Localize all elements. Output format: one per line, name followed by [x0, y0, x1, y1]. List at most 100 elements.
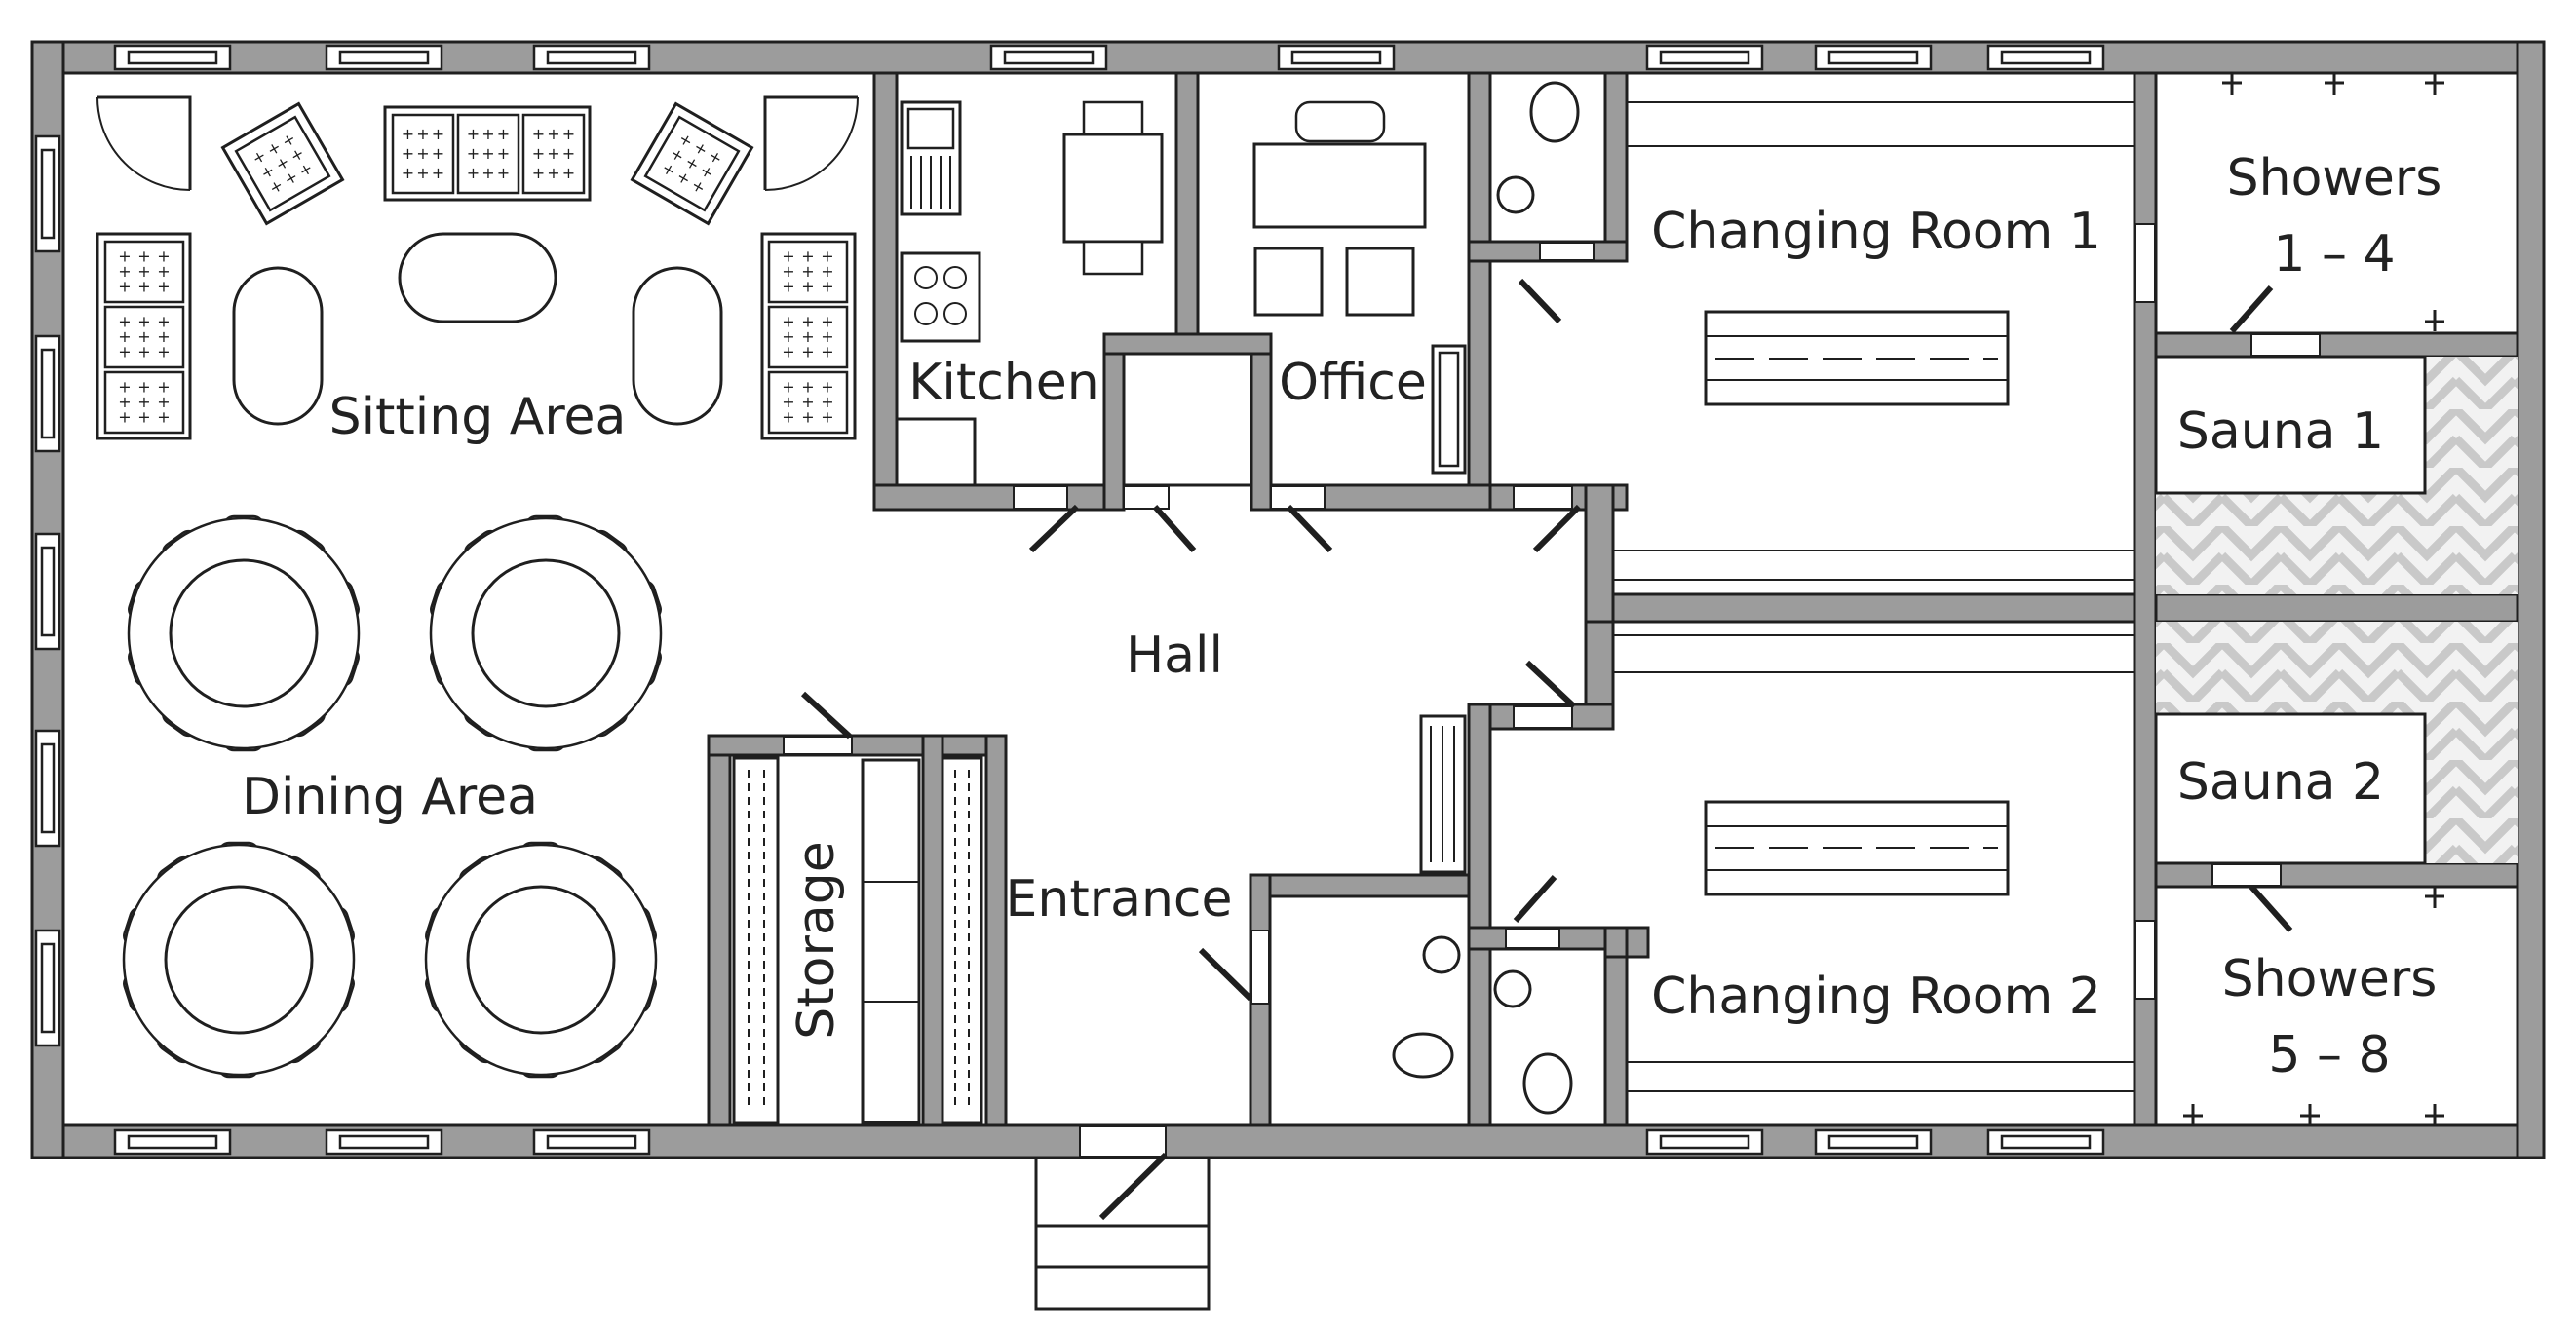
cushion-tuft: +: [118, 378, 131, 397]
cushion-tuft: +: [157, 262, 170, 281]
cushion-tuft: +: [532, 144, 545, 163]
cushion-tuft: +: [157, 378, 170, 397]
label-showers-5-8-range: 5 – 8: [2268, 1026, 2390, 1084]
cushion-tuft: +: [801, 378, 814, 397]
label-sauna-1: Sauna 1: [2177, 402, 2384, 461]
cushion-tuft: +: [137, 327, 150, 346]
cushion-tuft: +: [532, 125, 545, 143]
windows: [34, 44, 2105, 1156]
wall-storage2-left: [941, 734, 988, 757]
cushion-tuft: +: [432, 164, 444, 182]
cushion-tuft: +: [562, 125, 575, 143]
saunas: [2154, 355, 2518, 865]
cushion-tuft: +: [157, 408, 170, 427]
cushion-tuft: +: [821, 343, 833, 361]
cushion-tuft: +: [432, 125, 444, 143]
wall-shaft-right: [1250, 332, 1273, 512]
cushion-tuft: +: [497, 144, 510, 163]
storage-shelves: [732, 756, 983, 1125]
cushion-tuft: +: [157, 247, 170, 266]
cushion-tuft: +: [118, 408, 131, 427]
wall-shaft-left: [1102, 332, 1126, 512]
cushion-tuft: +: [157, 393, 170, 411]
cushion-tuft: +: [467, 164, 480, 182]
cushion-tuft: +: [157, 278, 170, 296]
dining-table-2: [429, 514, 663, 752]
cushion-tuft: +: [137, 408, 150, 427]
label-office: Office: [1279, 354, 1427, 412]
wall-sauna2-bottom: [2154, 861, 2519, 889]
cushion-tuft: +: [547, 125, 559, 143]
cushion-tuft: +: [821, 408, 833, 427]
label-entrance: Entrance: [1006, 870, 1233, 929]
wall-corridor-mid: [1611, 592, 2156, 624]
cushion-tuft: +: [402, 125, 414, 143]
outer-wall-right: [2516, 40, 2546, 1159]
cushion-tuft: +: [821, 393, 833, 411]
label-changing-room-1: Changing Room 1: [1651, 203, 2101, 261]
cushion-tuft: +: [118, 262, 131, 281]
wall-kitchen-bottom: [872, 483, 1106, 512]
cushion-tuft: +: [801, 408, 814, 427]
cushion-tuft: +: [547, 144, 559, 163]
cushion-tuft: +: [118, 247, 131, 266]
dining-table-3: [122, 841, 356, 1079]
cushion-tuft: +: [118, 343, 131, 361]
cushion-tuft: +: [782, 378, 794, 397]
cushion-tuft: +: [562, 144, 575, 163]
wall-kitchen-left: [872, 71, 899, 512]
cushion-tuft: +: [481, 144, 494, 163]
cushion-tuft: +: [821, 378, 833, 397]
cushion-tuft: +: [118, 393, 131, 411]
wall-office-wc: [1467, 71, 1492, 512]
dining-tables: [122, 514, 663, 1079]
cushion-tuft: +: [137, 343, 150, 361]
cushion-tuft: +: [481, 164, 494, 182]
shaft: [1122, 352, 1253, 487]
dining-table-4: [424, 841, 658, 1079]
cushion-tuft: +: [801, 327, 814, 346]
wall-cr2-step: [1603, 926, 1629, 959]
cushion-tuft: +: [782, 327, 794, 346]
label-sauna-2: Sauna 2: [2177, 753, 2384, 812]
cushion-tuft: +: [821, 262, 833, 281]
cushion-tuft: +: [118, 278, 131, 296]
label-dining-area: Dining Area: [242, 768, 538, 826]
cushion-tuft: +: [821, 313, 833, 331]
label-kitchen: Kitchen: [908, 354, 1098, 412]
cushion-tuft: +: [532, 164, 545, 182]
cushion-tuft: +: [137, 247, 150, 266]
cushion-tuft: +: [137, 278, 150, 296]
cushion-tuft: +: [416, 144, 429, 163]
wall-wc1-right: [1603, 71, 1629, 263]
cushion-tuft: +: [137, 313, 150, 331]
cushion-tuft: +: [402, 144, 414, 163]
wall-kitchen-office: [1174, 71, 1200, 336]
cushion-tuft: +: [801, 247, 814, 266]
cushion-tuft: +: [782, 247, 794, 266]
cushion-tuft: +: [118, 327, 131, 346]
wall-toilet-room-top: [1249, 873, 1471, 898]
cushion-tuft: +: [821, 327, 833, 346]
wall-cr2-left: [1467, 703, 1492, 1127]
cushion-tuft: +: [801, 262, 814, 281]
kitchen-fixtures: [895, 100, 1164, 487]
cushion-tuft: +: [157, 327, 170, 346]
label-showers-1-4: Showers: [2227, 149, 2442, 208]
label-showers-5-8: Showers: [2222, 950, 2438, 1008]
label-showers-1-4-range: 1 – 4: [2273, 225, 2395, 284]
cushion-tuft: +: [416, 125, 429, 143]
cushion-tuft: +: [481, 125, 494, 143]
cushion-tuft: +: [157, 313, 170, 331]
cushion-tuft: +: [497, 125, 510, 143]
outer-wall-bottom: [30, 1123, 2546, 1159]
cushion-tuft: +: [137, 393, 150, 411]
cushion-tuft: +: [137, 378, 150, 397]
cushion-tuft: +: [157, 343, 170, 361]
wall-cr1-step: [1584, 483, 1615, 624]
cushion-tuft: +: [782, 278, 794, 296]
cushion-tuft: +: [467, 125, 480, 143]
label-hall: Hall: [1126, 627, 1223, 685]
door-swings: [800, 278, 2293, 1221]
label-storage: Storage: [788, 841, 846, 1039]
